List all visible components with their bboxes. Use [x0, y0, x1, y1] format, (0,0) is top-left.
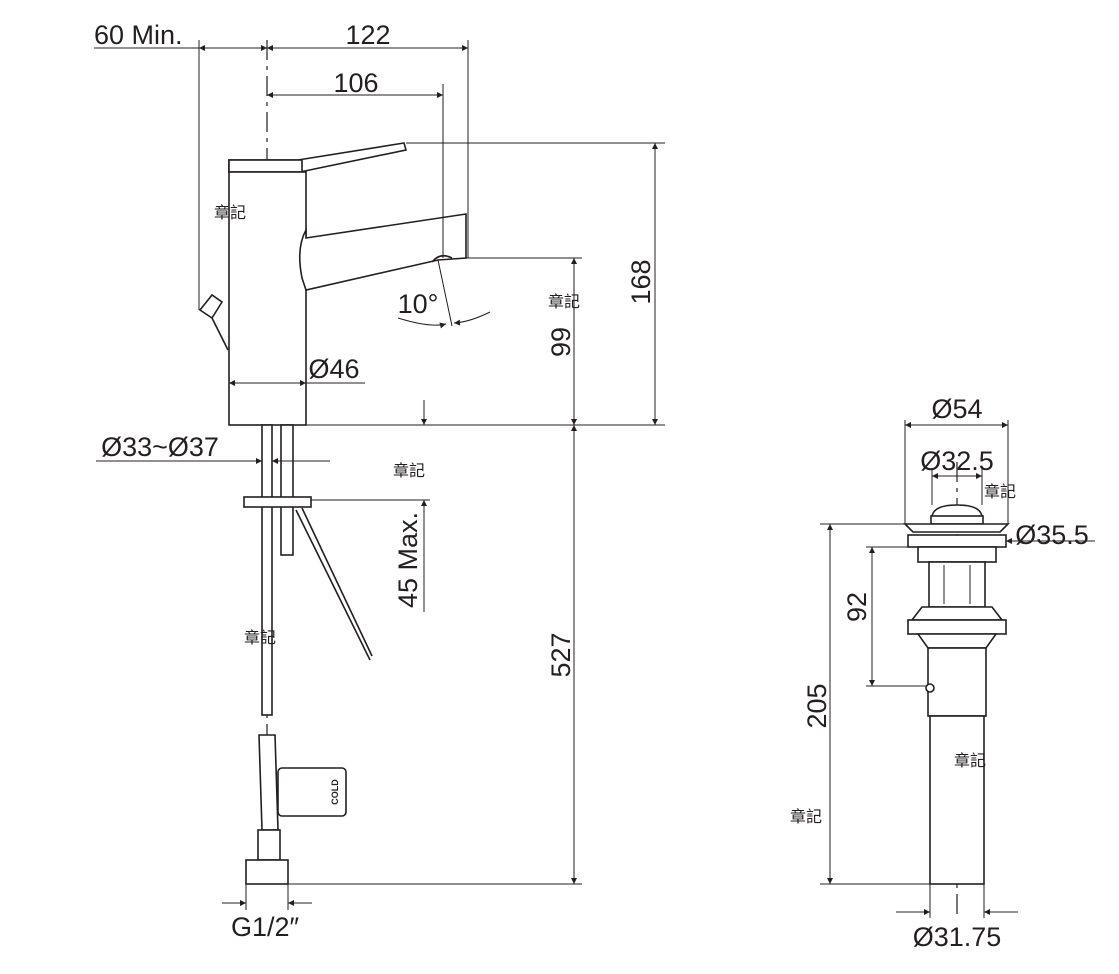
dim-angle-arc-right: [453, 311, 491, 326]
dim-32-5: Ø32.5: [920, 446, 994, 476]
drain-view: Ø54 Ø32.5 Ø35.5 92 205 Ø31.75 章記 章記 章記: [790, 394, 1095, 952]
cold-tag: [277, 767, 347, 817]
dim-31-75: Ø31.75: [913, 922, 1002, 952]
mounting-nut: [243, 496, 312, 508]
dim-10-deg: 10°: [398, 289, 439, 319]
dim-body-diameter: Ø46: [308, 354, 359, 384]
stamp-mark: 章記: [954, 751, 986, 770]
drain-body: [927, 647, 987, 717]
dim-527: 527: [546, 632, 576, 677]
stamp-mark: 章記: [393, 461, 425, 480]
drain-cap-rim: [930, 515, 984, 525]
mounting-shank: [261, 424, 273, 716]
popup-rod-top: [211, 317, 229, 351]
hose-inlet: [280, 424, 294, 556]
drain-washer: [907, 619, 1007, 635]
ext-angle: [437, 259, 453, 327]
dim-angle-arc-left: [397, 317, 447, 329]
dim-92: 92: [842, 592, 872, 622]
dim-60-min: 60 Min.: [94, 20, 183, 50]
faucet-spout: [298, 213, 467, 291]
hose-ferrule: [257, 829, 281, 861]
drain-tailpiece: [929, 715, 985, 885]
dim-122: 122: [345, 20, 390, 50]
drain-washer-top: [910, 606, 1004, 621]
drain-flange: [903, 523, 1010, 533]
cold-label: COLD: [330, 779, 340, 805]
dim-106: 106: [333, 68, 378, 98]
handle-cap: [228, 159, 303, 173]
dim-35-5: Ø35.5: [1015, 520, 1089, 550]
drain-taper: [916, 633, 998, 649]
stamp-mark: 章記: [984, 482, 1016, 501]
drain-lock-nut: [928, 561, 986, 608]
overflow-port: [925, 683, 935, 693]
dim-54: Ø54: [931, 394, 982, 424]
popup-rod: [295, 509, 371, 661]
popup-rod-edge: [301, 507, 373, 657]
dim-g12: G1/2″: [231, 912, 300, 942]
hose-nut: [245, 859, 289, 885]
stamp-mark: 章記: [214, 203, 246, 222]
dim-hole-diameter: Ø33~Ø37: [101, 432, 219, 462]
aerator: [431, 254, 453, 263]
stamp-mark: 章記: [244, 628, 276, 647]
dim-168: 168: [626, 259, 656, 304]
stamp-mark: 章記: [790, 807, 822, 826]
faucet-view: COLD 60 Min. 122: [94, 20, 665, 942]
drain-cap: [931, 504, 983, 519]
stamp-mark: 章記: [548, 292, 580, 311]
drain-collar: [917, 546, 997, 563]
dim-99: 99: [546, 327, 576, 357]
dim-45-max: 45 Max.: [393, 512, 423, 608]
hose-lower: [258, 734, 279, 831]
dim-205: 205: [802, 683, 832, 728]
popup-knob: [198, 293, 224, 320]
drain-ring: [907, 534, 1007, 548]
